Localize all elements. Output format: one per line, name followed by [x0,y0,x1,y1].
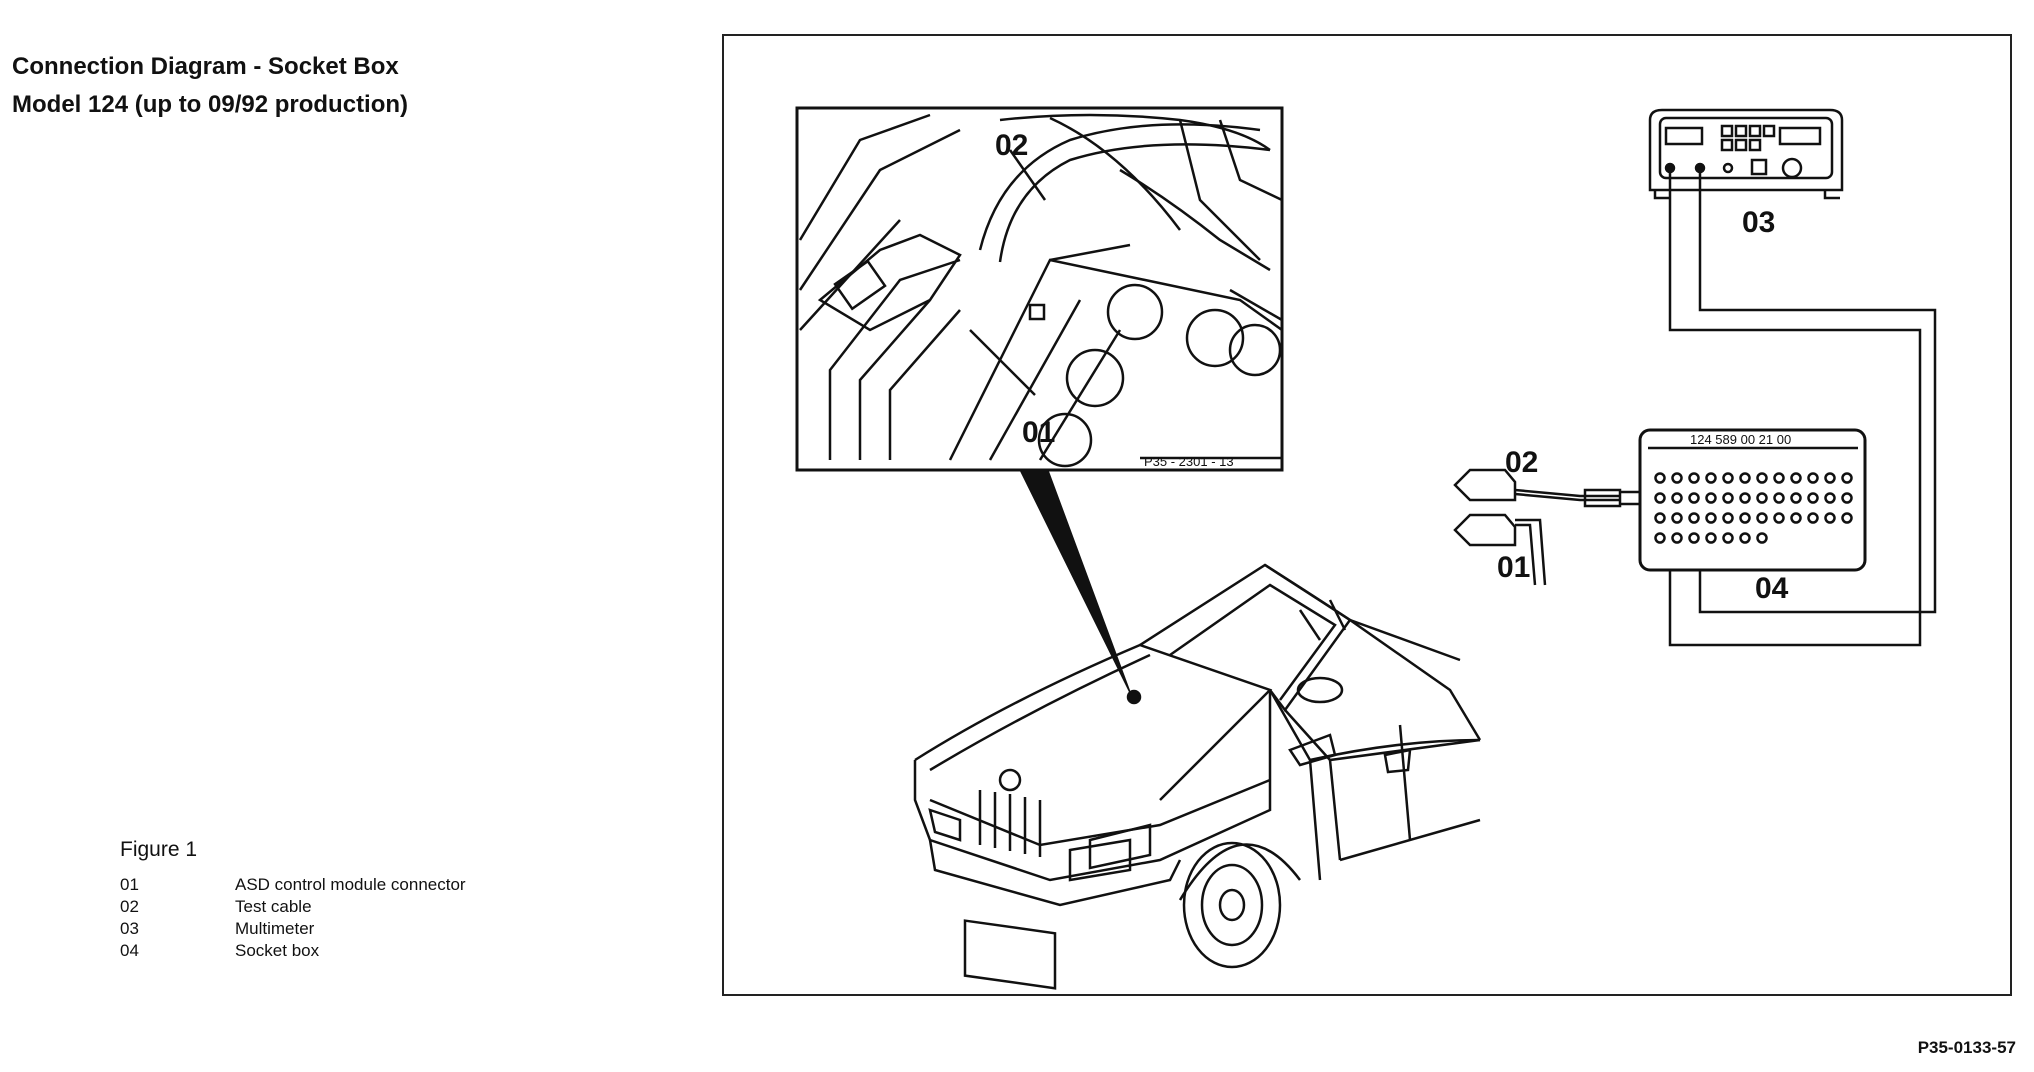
legend-item: 04 Socket box [120,940,466,962]
socket-pin [1773,472,1785,484]
socket-pin [1824,472,1836,484]
socket-pin [1773,512,1785,524]
socket-pin [1773,492,1785,504]
connector-callout-01: 01 [1497,551,1530,584]
figure-label: Figure 1 [120,838,198,861]
inset-pointer [1019,469,1133,698]
socket-pin [1756,492,1768,504]
socket-pin [1688,472,1700,484]
legend-text: ASD control module connector [235,875,466,894]
legend-text: Socket box [235,941,320,960]
legend-item: 01 ASD control module connector [120,874,466,896]
legend-item: 03 Multimeter [120,918,466,940]
socket-pin [1654,472,1666,484]
illustration-frame [722,34,2012,996]
legend-item: 02 Test cable [120,896,466,918]
socket-pin [1807,492,1819,504]
socket-pin [1705,472,1717,484]
cable-callout-02: 02 [1505,446,1538,479]
socket-pin [1824,512,1836,524]
socket-pin [1705,492,1717,504]
multimeter-callout-03: 03 [1742,206,1775,239]
socket-grid [1654,472,1853,544]
socket-pin [1688,532,1700,544]
socket-pin [1722,532,1734,544]
socket-pin [1807,512,1819,524]
socket-pin [1739,512,1751,524]
socket-pin [1841,492,1853,504]
socket-pin [1722,472,1734,484]
legend-number: 03 [120,919,139,938]
socket-pin [1654,532,1666,544]
inset-callout-02: 02 [995,129,1028,162]
legend-number: 01 [120,875,139,894]
socket-pin [1756,512,1768,524]
socket-pin [1841,472,1853,484]
socket-pin [1671,472,1683,484]
socket-box-part-number: 124 589 00 21 00 [1690,432,1791,447]
socket-pin [1722,492,1734,504]
socket-pin [1688,492,1700,504]
socket-pin [1705,512,1717,524]
socket-pin [1722,512,1734,524]
car-illustration [913,563,1482,990]
socket-pin [1790,472,1802,484]
socket-pin [1671,512,1683,524]
legend-text: Test cable [235,897,312,916]
socket-pin [1756,472,1768,484]
location-dot [1126,689,1142,705]
test-cable-illustration [1453,468,1640,586]
socket-pin [1671,492,1683,504]
multimeter-illustration [1648,108,1844,200]
inset-figure-code: P35 - 2301 - 13 [1144,454,1234,469]
legend-number: 04 [120,941,139,960]
socket-pin [1654,512,1666,524]
socket-pin [1739,492,1751,504]
socket-pin [1739,472,1751,484]
title-line-2: Model 124 (up to 09/92 production) [12,91,409,118]
inset-detail-view [795,106,1284,472]
socket-pin [1790,492,1802,504]
socket-pin [1705,532,1717,544]
legend-text: Multimeter [235,919,315,938]
socket-pin [1654,492,1666,504]
socket-pin [1807,472,1819,484]
multimeter-leads [1668,168,1937,647]
diagram-title: Connection Diagram - Socket Box Model 12… [12,48,408,124]
socket-pin [1671,532,1683,544]
socket-pin [1756,532,1768,544]
socket-pin [1841,512,1853,524]
socket-pin [1790,512,1802,524]
socket-pin [1688,512,1700,524]
socket-box-callout-04: 04 [1755,572,1789,605]
legend-number: 02 [120,897,139,916]
figure-legend: Figure 1 01 ASD control module connector… [120,838,466,962]
figure-code: P35-0133-57 [1917,1038,2016,1057]
inset-callout-01: 01 [1022,416,1055,449]
title-line-1: Connection Diagram - Socket Box [12,53,399,80]
socket-pin [1739,532,1751,544]
socket-pin [1824,492,1836,504]
